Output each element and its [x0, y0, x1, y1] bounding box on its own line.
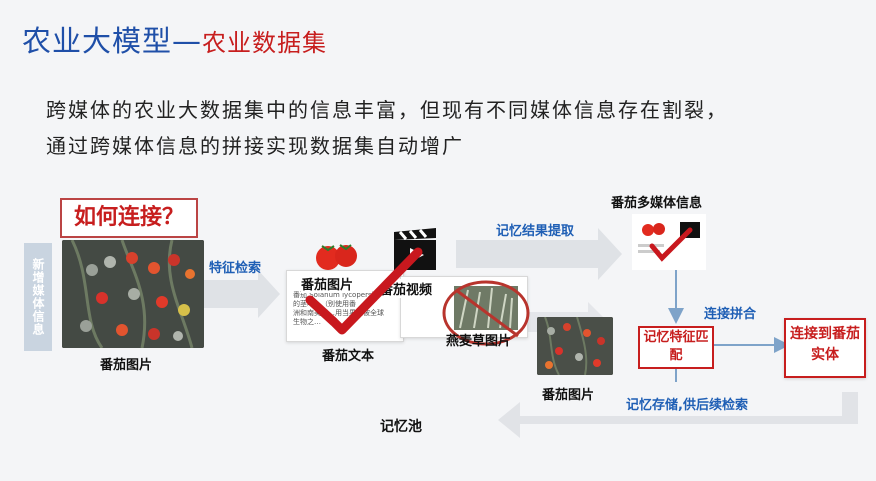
tomato-plant-small-icon: [537, 317, 613, 375]
tomato-image-label: 番茄图片: [100, 358, 153, 373]
description-line-2: 通过跨媒体信息的拼接实现数据集自动增广: [46, 134, 464, 158]
sidebar-label: 新增媒体信息: [24, 243, 52, 351]
description-line-1: 跨媒体的农业大数据集中的信息丰富，但现有不同媒体信息存在割裂，: [46, 98, 728, 122]
page-title: 农业大模型—农业数据集: [22, 18, 327, 60]
title-main: 农业大模型: [22, 24, 173, 58]
entity-box: 连接到番茄实体: [784, 318, 866, 378]
tomato-photo: [62, 240, 204, 348]
tomato-picture-label: 番茄图片: [301, 274, 354, 293]
memory-match-box: 记忆特征匹配: [638, 326, 714, 369]
text-card-line-3: 洲和南美洲…用当果也被全球: [293, 309, 384, 317]
text-card-line-2: 的茎叶…（别使用番: [293, 300, 356, 308]
link-join-label: 连接拼合: [704, 307, 757, 322]
text-card-line-1: 番茄 Solanum lycopersicum: [293, 291, 389, 299]
oat-image-label: 燕麦草图片: [446, 334, 512, 349]
memory-pool-label: 记忆池: [380, 419, 422, 435]
title-dash: —: [172, 24, 203, 58]
tomato-image-2-label: 番茄图片: [542, 388, 595, 403]
prohibit-circle-icon: [442, 280, 530, 346]
tomato-plant-icon: [62, 240, 204, 348]
title-sub: 农业数据集: [202, 29, 328, 57]
text-card-line-4: 生物之…: [293, 318, 321, 326]
oat-image-group: [440, 278, 532, 348]
memory-extract-arrow: [456, 228, 622, 280]
memory-store-label: 记忆存储,供后续检索: [626, 398, 748, 413]
question-box: 如何连接？: [60, 198, 198, 238]
tomato-text-label: 番茄文本: [322, 349, 375, 364]
tomato-photo-small: [537, 317, 613, 375]
feature-search-arrow: [204, 270, 280, 318]
feature-search-label: 特征检索: [209, 261, 262, 276]
multimedia-label: 番茄多媒体信息: [611, 196, 703, 211]
multimedia-thumbnail: [632, 214, 706, 270]
memory-extract-label: 记忆结果提取: [496, 224, 575, 239]
